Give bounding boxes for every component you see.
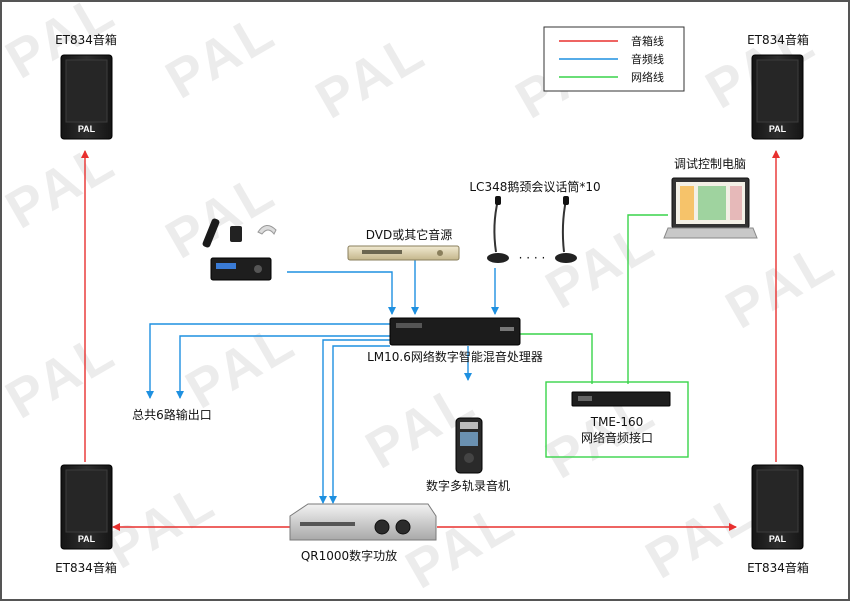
handheld-mic-icon [202, 218, 220, 248]
speaker-label: ET834音箱 [55, 32, 117, 47]
processor-icon [389, 317, 521, 346]
speaker-label: ET834音箱 [747, 32, 809, 47]
speaker-logo: PAL [78, 124, 96, 134]
network-line [627, 214, 668, 384]
tme-icon [571, 391, 671, 407]
tme-label: 网络音频接口 [581, 430, 653, 445]
speaker-label: ET834音箱 [747, 560, 809, 575]
audio-line [319, 339, 390, 504]
power-amplifier: QR1000数字功放 [289, 503, 437, 563]
audio-line [146, 323, 390, 399]
tme-label: TME-160 [590, 415, 644, 429]
tme-frame [545, 381, 689, 458]
legend: 音箱线 音频线 网络线 [543, 26, 685, 92]
speaker-bottom-right: PAL ET834音箱 [747, 464, 809, 575]
dvd-player: DVD或其它音源 [347, 227, 460, 261]
speaker-logo: PAL [78, 534, 96, 544]
tme-network-interface: TME-160 网络音频接口 [571, 391, 671, 445]
pc-label: 调试控制电脑 [674, 156, 746, 171]
multitrack-recorder: 数字多轨录音机 [426, 417, 510, 493]
audio-line [329, 345, 390, 504]
network-line [520, 333, 593, 384]
outputs-label: 总共6路输出口 [132, 407, 212, 422]
network-lines [520, 214, 689, 458]
mic-dots: · · · · [519, 251, 546, 265]
bodypack-icon [230, 226, 242, 242]
wireless-mic-system [202, 218, 277, 281]
laptop-base-icon [663, 227, 758, 239]
speaker-bottom-left: PAL ET834音箱 [55, 464, 117, 575]
dvd-icon [347, 245, 460, 261]
speaker-logo: PAL [769, 124, 787, 134]
dvd-label: DVD或其它音源 [366, 227, 452, 242]
conference-mics: LC348鹅颈会议话筒*10 · · · · [469, 179, 600, 265]
mixer-processor: LM10.6网络数字智能混音处理器 [367, 317, 543, 364]
control-pc: 调试控制电脑 [663, 156, 758, 239]
headset-mic-icon [257, 225, 277, 235]
legend-label: 音箱线 [631, 34, 664, 48]
audio-line [176, 335, 390, 399]
speaker-top-left: ET834音箱 PAL [55, 32, 117, 140]
speaker-logo: PAL [769, 534, 787, 544]
mic-label: LC348鹅颈会议话筒*10 [469, 179, 600, 194]
speaker-top-right: ET834音箱 PAL [747, 32, 809, 140]
legend-label: 网络线 [631, 70, 664, 84]
speaker-lines [81, 150, 780, 531]
recorder-label: 数字多轨录音机 [426, 478, 510, 493]
speaker-label: ET834音箱 [55, 560, 117, 575]
audio-line [287, 271, 396, 315]
amplifier-label: QR1000数字功放 [301, 548, 397, 563]
processor-label: LM10.6网络数字智能混音处理器 [367, 349, 543, 364]
audio-lines [146, 258, 499, 504]
legend-label: 音频线 [631, 52, 664, 66]
